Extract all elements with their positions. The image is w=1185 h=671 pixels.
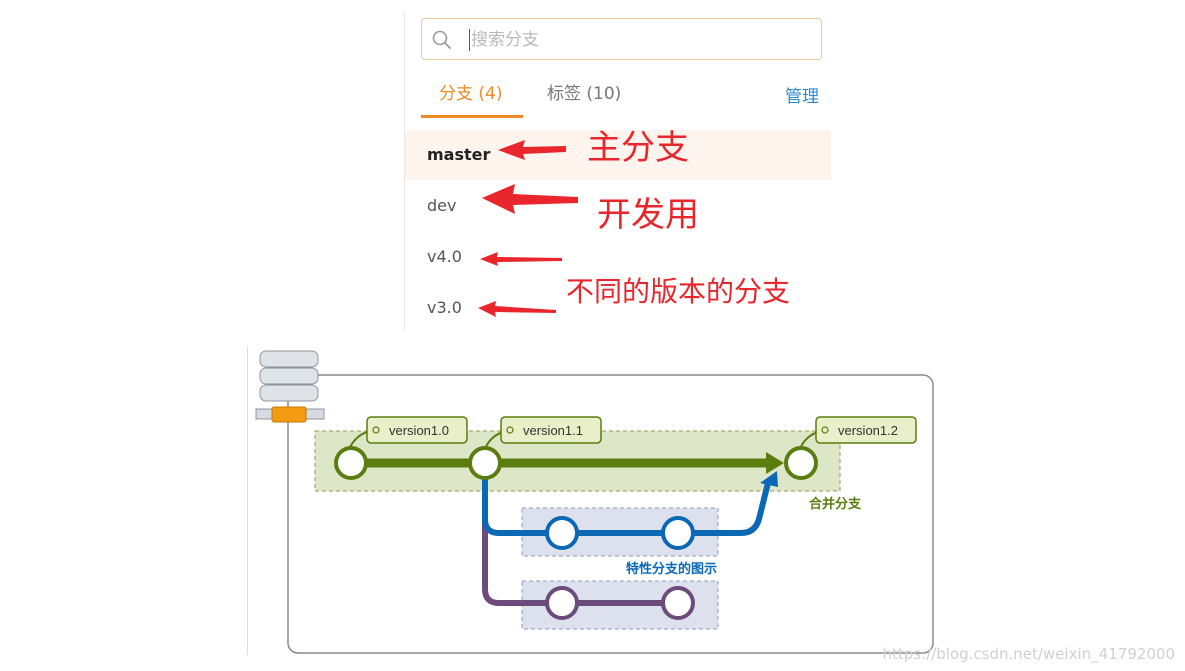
branch-row-dev[interactable]: dev (405, 181, 831, 231)
feature-label: 特性分支的图示 (626, 561, 717, 577)
commit-node (784, 446, 818, 480)
database-icon (255, 350, 325, 423)
svg-text:version1.1: version1.1 (523, 423, 583, 438)
diagram-canvas: version1.0 version1.1 version1.2 合并分支 特性… (255, 350, 934, 654)
annotation-master: 主分支 (587, 128, 689, 168)
tag-label: version1.2 (815, 416, 917, 444)
branch-row-v3[interactable]: v3.0 (405, 283, 831, 333)
feature-branch-line-blue (482, 463, 771, 536)
commit-node (661, 516, 695, 550)
svg-text:version1.0: version1.0 (389, 423, 449, 438)
annotation-dev: 开发用 (597, 195, 699, 235)
annotation-arrows (478, 140, 578, 317)
branch-name: v3.0 (427, 298, 462, 317)
branch-name: v4.0 (427, 247, 462, 266)
search-icon (432, 30, 451, 49)
commit-node (334, 446, 368, 480)
svg-text:version1.2: version1.2 (838, 423, 898, 438)
active-tab-indicator (421, 115, 523, 118)
commit-node (661, 586, 695, 620)
merge-label: 合并分支 (809, 496, 862, 512)
branch-panel: 搜索分支 分支 (4) 标签 (10) 管理 master dev v4.0 v… (404, 12, 831, 330)
tab-tags[interactable]: 标签 (10) (547, 84, 622, 104)
arrow-master (498, 140, 566, 160)
arrow-v4 (480, 252, 562, 266)
repo-frame (287, 374, 934, 654)
commit-node (545, 516, 579, 550)
commit-node (468, 446, 502, 480)
main-arrow-head (766, 452, 784, 474)
feature-branch-line-purple (482, 463, 678, 606)
arrow-dev (482, 184, 578, 214)
tag-label: version1.0 (366, 416, 468, 444)
branch-name: dev (427, 196, 457, 215)
manage-link[interactable]: 管理 (785, 87, 819, 107)
branch-row-v4[interactable]: v4.0 (405, 232, 831, 282)
arrow-v3 (478, 301, 556, 317)
annotation-versions: 不同的版本的分支 (566, 275, 791, 308)
branch-diagram: version1.0 version1.1 version1.2 合并分支 特性… (247, 347, 935, 655)
watermark-text: https://blog.csdn.net/weixin_41792000 (882, 645, 1175, 663)
branch-name: master (427, 145, 491, 164)
text-caret (469, 29, 470, 51)
tab-branches[interactable]: 分支 (4) (439, 84, 503, 104)
commit-node (545, 586, 579, 620)
search-box[interactable]: 搜索分支 (421, 18, 822, 60)
tag-label: version1.1 (500, 416, 602, 444)
branch-row-master[interactable]: master (405, 130, 831, 180)
search-placeholder[interactable]: 搜索分支 (471, 30, 539, 50)
merge-arrow-head (760, 471, 778, 487)
